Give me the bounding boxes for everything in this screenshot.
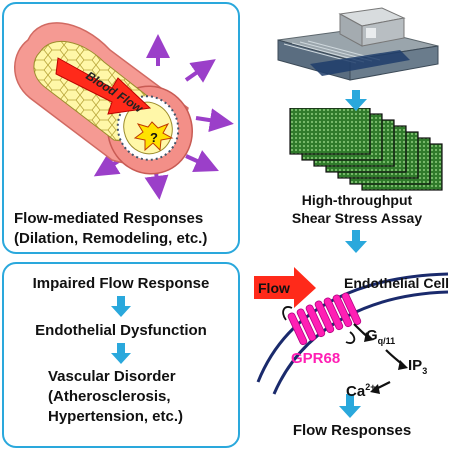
vascular-disorder: Vascular Disorder xyxy=(48,368,176,385)
arrow-step1-to-step2 xyxy=(111,296,131,317)
endothelial-cell-label: Endothelial Cell xyxy=(344,275,450,291)
plate-stack xyxy=(289,108,443,191)
vascular-disorder-examples-1: (Atherosclerosis, xyxy=(48,388,171,405)
assay-device xyxy=(277,7,439,81)
assay-label-line1: High-throughput xyxy=(301,192,413,208)
vessel-caption-line2: (Dilation, Remodeling, etc.) xyxy=(14,230,208,247)
g-protein-subscript: q/11 xyxy=(377,336,396,346)
g-protein-symbol: G xyxy=(366,327,378,344)
ca-symbol: Ca xyxy=(346,383,366,400)
arrow-step2-to-step3 xyxy=(111,343,131,364)
ip-subscript: 3 xyxy=(422,366,428,376)
ip3-label: IP3 xyxy=(408,357,427,376)
gpr68-receptor xyxy=(287,292,362,346)
vascular-disorder-examples-2: Hypertension, etc.) xyxy=(48,408,184,425)
flow-responses-label: Flow Responses xyxy=(292,422,412,439)
calcium-label: Ca2+ xyxy=(346,382,375,400)
question-mark: ? xyxy=(150,130,158,145)
vessel-illustration: Blood Flow ? xyxy=(14,22,234,200)
gpr68-label: GPR68 xyxy=(291,350,341,367)
ip-symbol: IP xyxy=(408,357,423,374)
mechanosensor-starburst xyxy=(133,121,174,152)
radiating-arrows xyxy=(93,34,234,200)
arrow-device-to-plates xyxy=(345,90,367,111)
assay-label-line2: Shear Stress Assay xyxy=(291,210,423,226)
impaired-flow-response: Impaired Flow Response xyxy=(32,275,210,292)
flow-label: Flow xyxy=(258,280,290,296)
pathway-illustration xyxy=(254,267,449,418)
arrow-assay-to-pathway xyxy=(345,230,367,253)
endothelial-dysfunction: Endothelial Dysfunction xyxy=(35,322,207,339)
arrow-to-flow-responses xyxy=(339,394,361,418)
g-protein-label: Gq/11 xyxy=(366,327,395,346)
flow-arrow xyxy=(254,267,316,308)
vessel-caption-line1: Flow-mediated Responses xyxy=(14,210,204,227)
blood-flow-arrow xyxy=(55,57,152,115)
ca-superscript: 2+ xyxy=(365,382,376,392)
